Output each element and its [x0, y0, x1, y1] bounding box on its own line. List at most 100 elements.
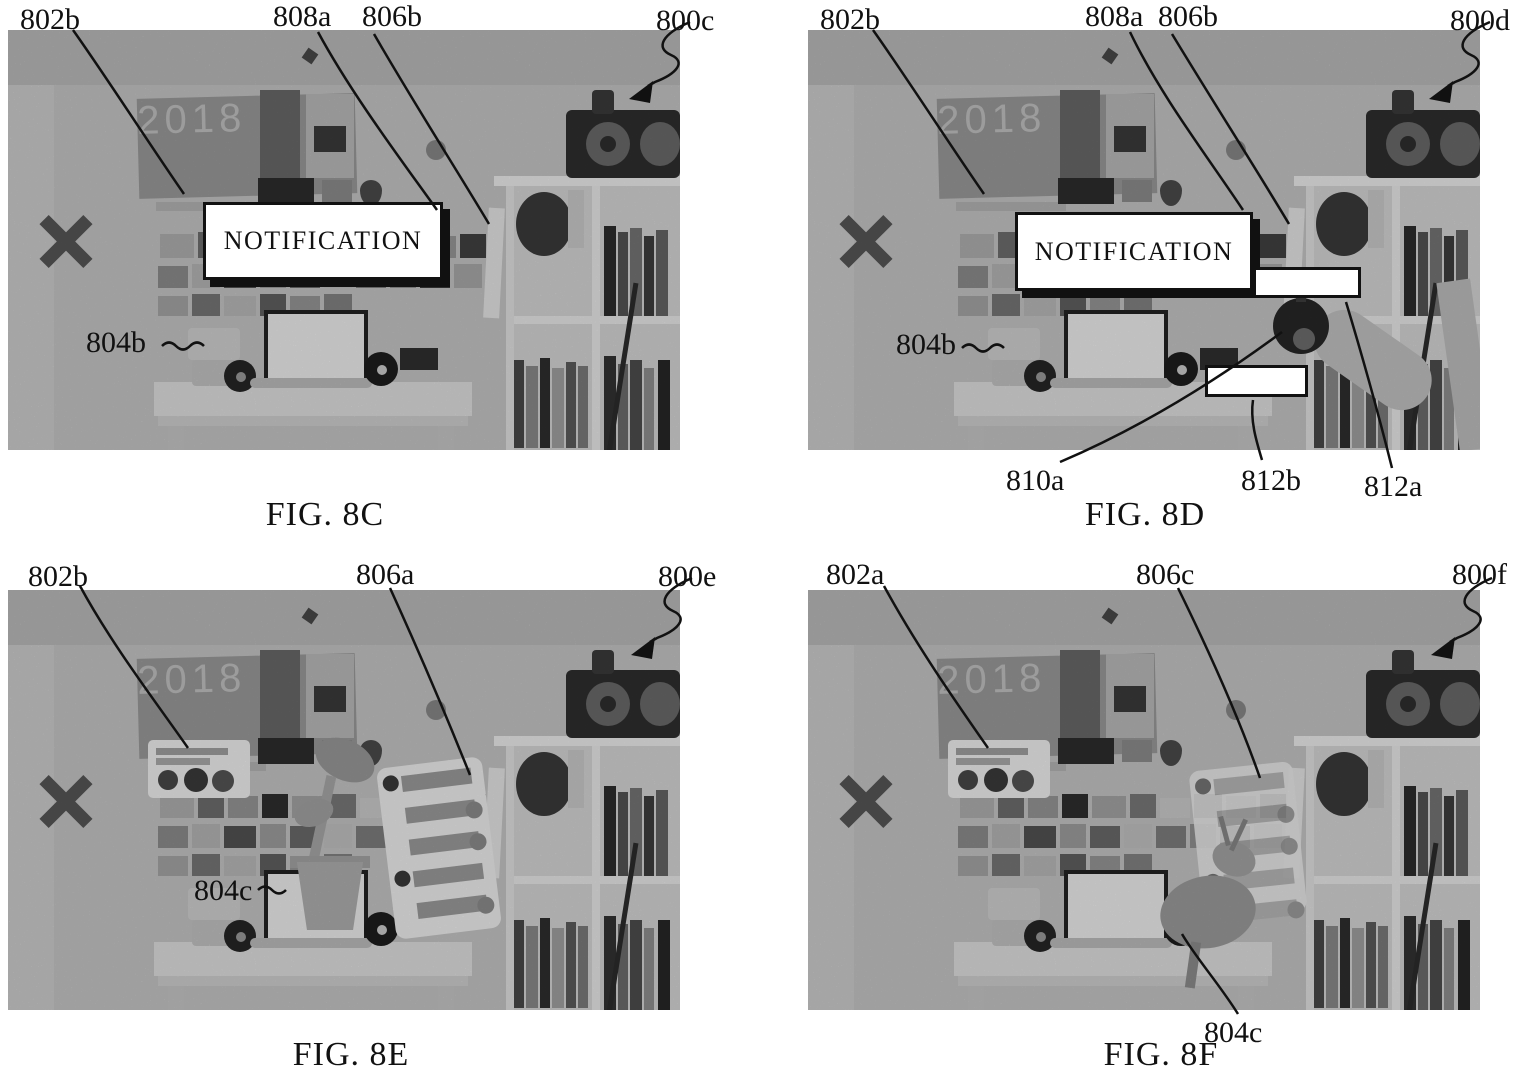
bottle [1368, 190, 1384, 248]
wall-card [1058, 178, 1114, 204]
book [540, 358, 550, 448]
panel-row-icon [468, 832, 488, 852]
card-photo [314, 686, 346, 712]
book [1326, 366, 1338, 448]
bottle [568, 750, 584, 808]
book [1430, 360, 1442, 450]
wall-card [322, 180, 352, 202]
desk-leg [168, 986, 184, 1010]
ref-label-812a: 812a [1364, 470, 1423, 503]
wall-top-strip [8, 590, 680, 645]
card-photo [314, 126, 346, 152]
figure-8d-photo: 2018 NOTIFICATION [808, 30, 1480, 450]
wall-card [1090, 826, 1120, 848]
book [578, 366, 588, 448]
ref-label-802b: 802b [20, 3, 80, 36]
canister [188, 328, 240, 360]
book [1444, 796, 1454, 876]
tape-center [1177, 365, 1187, 375]
caption-fig-8c: FIG. 8C [265, 496, 385, 533]
book [604, 226, 616, 316]
wall-card [958, 266, 988, 288]
desk-leg [968, 426, 984, 450]
laptop-base [1050, 378, 1172, 388]
notification-box: NOTIFICATION [1015, 212, 1253, 291]
book [658, 360, 670, 450]
laptop-base [1050, 938, 1172, 948]
wall-card [224, 856, 256, 876]
ref-label-800f: 800f [1452, 558, 1507, 591]
left-wall [8, 645, 54, 1010]
desk-leg [168, 426, 184, 450]
desk-leg [1238, 986, 1254, 1010]
ref-label-804b: 804b [896, 328, 956, 361]
wall-poster-dark [1060, 90, 1100, 190]
lamp-shade [1316, 192, 1372, 256]
wall-poster-dark [260, 90, 300, 190]
shelf-side [506, 186, 514, 450]
wall-card [158, 266, 188, 288]
shelf-side [1306, 746, 1314, 1010]
tape-center [377, 925, 387, 935]
ref-label-806a: 806a [356, 558, 415, 591]
callout-rect-812a [1253, 267, 1361, 298]
book [656, 230, 668, 316]
wall-card [958, 856, 988, 876]
avatar [984, 768, 1008, 792]
panel-row-icon [381, 774, 400, 793]
book [526, 926, 538, 1008]
card-text-blur [956, 748, 1028, 755]
figure-8e-photo: 2018 [8, 590, 680, 1010]
wall-card [262, 794, 288, 818]
wall-card [1058, 738, 1114, 764]
avatar [158, 770, 178, 790]
panel-row-bar [1213, 771, 1285, 796]
book [1418, 232, 1428, 316]
wall-card [460, 234, 486, 258]
wall-card [1260, 234, 1286, 258]
wall-card [1024, 826, 1056, 848]
book [644, 796, 654, 876]
wall-card [258, 738, 314, 764]
book [1404, 786, 1416, 876]
wall-top-strip [808, 590, 1480, 645]
wall-card [306, 94, 354, 178]
book [1340, 918, 1350, 1008]
wall-card [1130, 794, 1156, 818]
book [566, 362, 576, 448]
wall-top-strip [808, 30, 1480, 85]
lamp-shade [516, 192, 572, 256]
bottle [568, 190, 584, 248]
book [526, 366, 538, 448]
card-text-blur [156, 748, 228, 755]
wall-card [454, 264, 482, 288]
panel-row-icon [476, 895, 496, 915]
book [656, 790, 668, 876]
wall-card [1106, 654, 1154, 738]
wall-card [260, 824, 286, 848]
wall-card [306, 654, 354, 738]
ref-label-800c: 800c [656, 4, 715, 37]
speaker-cone [1440, 682, 1480, 726]
speaker-cone-center [600, 696, 616, 712]
book [514, 360, 524, 448]
book [604, 786, 616, 876]
panel-row-icon [1194, 777, 1212, 796]
ref-label-802a: 802a [826, 558, 885, 591]
notification-box: NOTIFICATION [203, 202, 443, 280]
wall-card [160, 234, 194, 258]
avatar [958, 770, 978, 790]
wall-card [1106, 94, 1154, 178]
wall-card [224, 826, 256, 848]
avatar [212, 770, 234, 792]
book [618, 232, 628, 316]
wall-top-strip [8, 30, 680, 85]
book [658, 920, 670, 1010]
wall-card [958, 826, 988, 848]
book [540, 918, 550, 1008]
book [1444, 928, 1454, 1010]
desk-front [158, 416, 468, 426]
watch-knob-inner [1293, 328, 1315, 350]
desk-front [958, 416, 1268, 426]
left-wall [808, 645, 854, 1010]
